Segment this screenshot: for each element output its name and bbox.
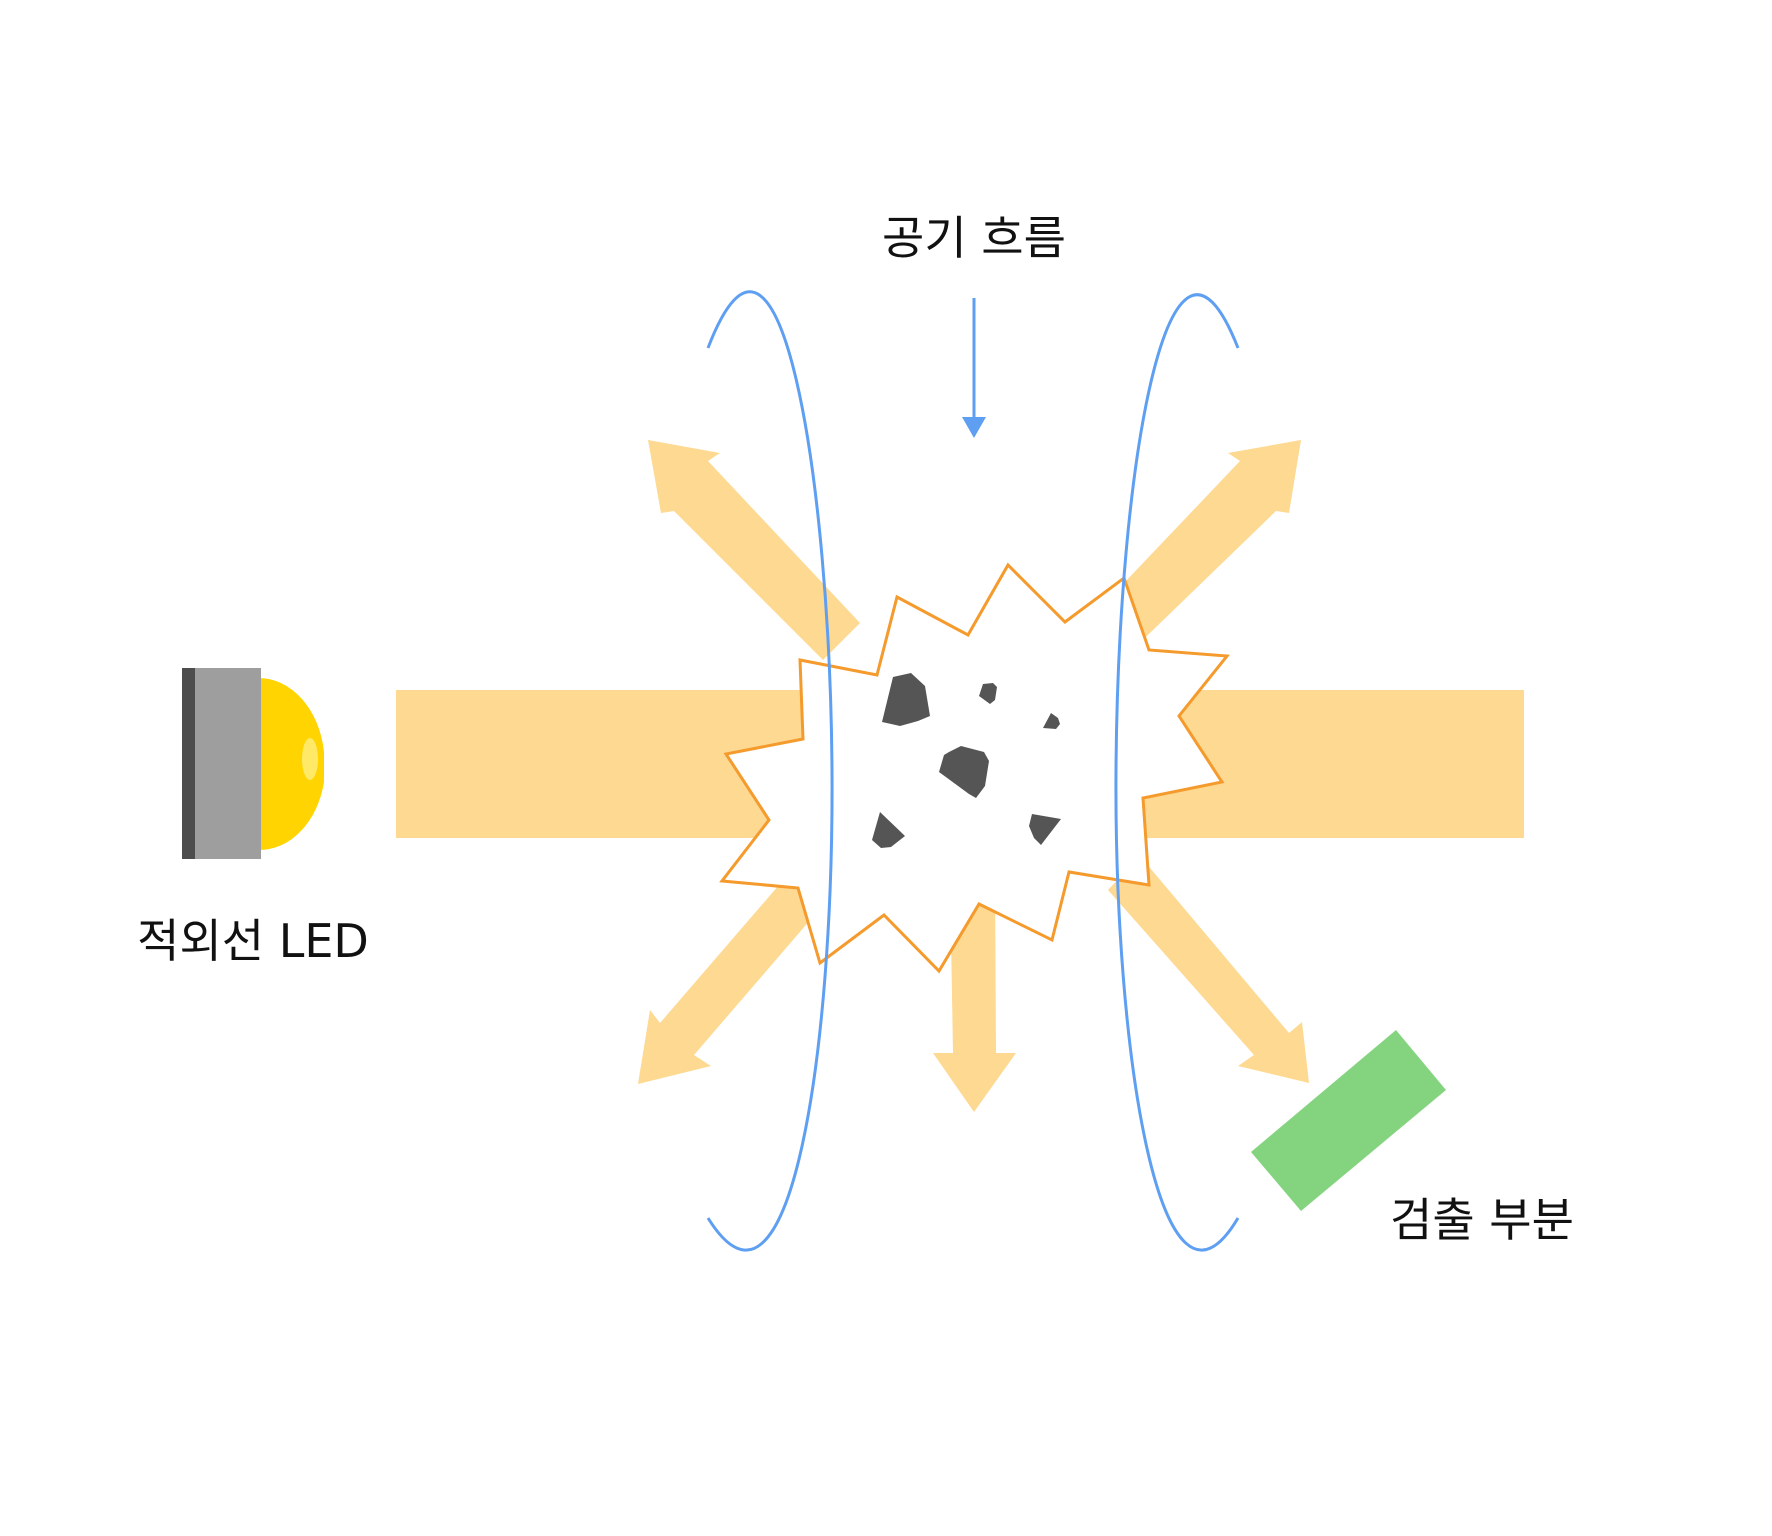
detector-label: 검출 부분 xyxy=(1390,1193,1574,1247)
detector-block-icon xyxy=(1251,1030,1446,1211)
particle-4 xyxy=(939,746,989,798)
scatter-arrow-lower-left xyxy=(638,856,836,1084)
infrared-led-icon xyxy=(182,668,324,859)
scattered-light-arrows xyxy=(638,440,1309,1112)
air-flow-label: 공기 흐름 xyxy=(882,211,1066,265)
particle-5 xyxy=(872,812,905,848)
led-lens xyxy=(258,677,324,851)
particle-6 xyxy=(1029,814,1061,845)
particle-3 xyxy=(1043,713,1060,729)
led-body xyxy=(194,668,261,859)
led-back-plate xyxy=(182,668,195,859)
dust-particles xyxy=(872,673,1061,848)
particle-2 xyxy=(979,683,997,704)
particle-1 xyxy=(882,673,930,726)
led-highlight xyxy=(302,738,318,780)
air-flow-arrow-head xyxy=(962,417,986,438)
scatter-arrow-upper-left xyxy=(648,440,860,660)
air-flow-loop-right xyxy=(1114,293,1240,1252)
air-flow-loops xyxy=(706,290,1240,1252)
scatter-arrow-upper-right xyxy=(1086,440,1301,660)
scatter-arrow-lower-right xyxy=(1108,856,1309,1083)
ir-led-label: 적외선 LED xyxy=(137,914,369,968)
air-flow-loop-left xyxy=(706,290,834,1252)
